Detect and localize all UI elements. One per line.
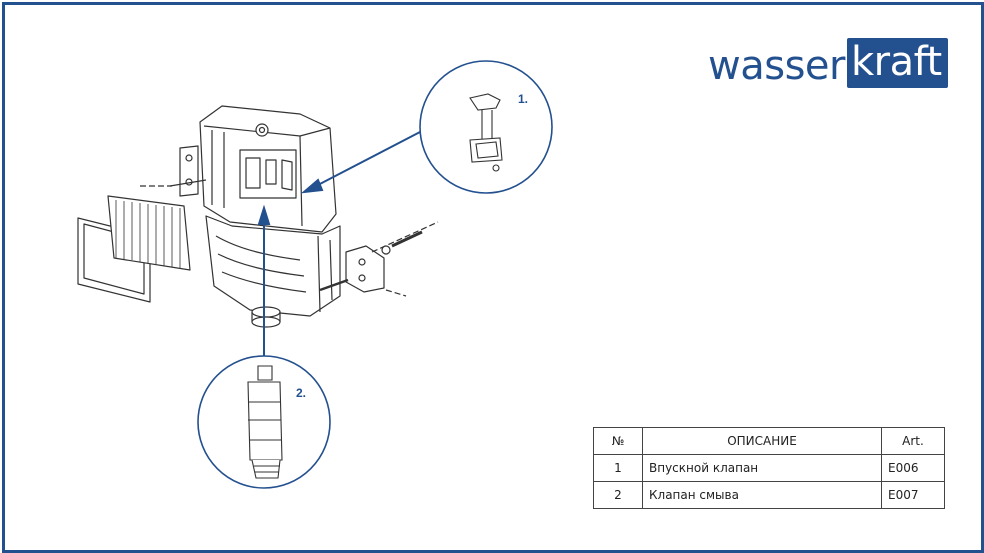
cistern-body bbox=[199, 105, 337, 233]
logo-text-wasser: wasser bbox=[708, 43, 845, 89]
parts-table: № ОПИСАНИЕ Art. 1 Впускной клапан E006 2… bbox=[593, 427, 945, 509]
cistern-lower bbox=[205, 215, 341, 317]
callout-label-2: 2. bbox=[296, 386, 307, 400]
row-article: E006 bbox=[881, 454, 945, 482]
row-article: E007 bbox=[881, 481, 945, 509]
brand-logo: wasser kraft bbox=[708, 36, 948, 88]
row-number: 2 bbox=[593, 481, 643, 509]
table-header-row: № ОПИСАНИЕ Art. bbox=[593, 427, 945, 455]
row-description: Клапан смыва bbox=[642, 481, 882, 509]
table-row: 1 Впускной клапан E006 bbox=[593, 454, 945, 482]
callout-circle-2 bbox=[197, 355, 331, 489]
mounting-brackets bbox=[140, 145, 439, 297]
header-number: № bbox=[593, 427, 643, 455]
table-row: 2 Клапан смыва E007 bbox=[593, 481, 945, 509]
header-article: Art. bbox=[881, 427, 945, 455]
header-description: ОПИСАНИЕ bbox=[642, 427, 882, 455]
callout-label-1: 1. bbox=[518, 92, 529, 106]
leader-lines bbox=[257, 131, 421, 356]
drain-outlet bbox=[251, 306, 281, 328]
flush-panel bbox=[77, 195, 191, 303]
logo-text-kraft: kraft bbox=[846, 38, 948, 88]
callout-circle-1 bbox=[419, 60, 553, 194]
row-number: 1 bbox=[593, 454, 643, 482]
row-description: Впускной клапан bbox=[642, 454, 882, 482]
